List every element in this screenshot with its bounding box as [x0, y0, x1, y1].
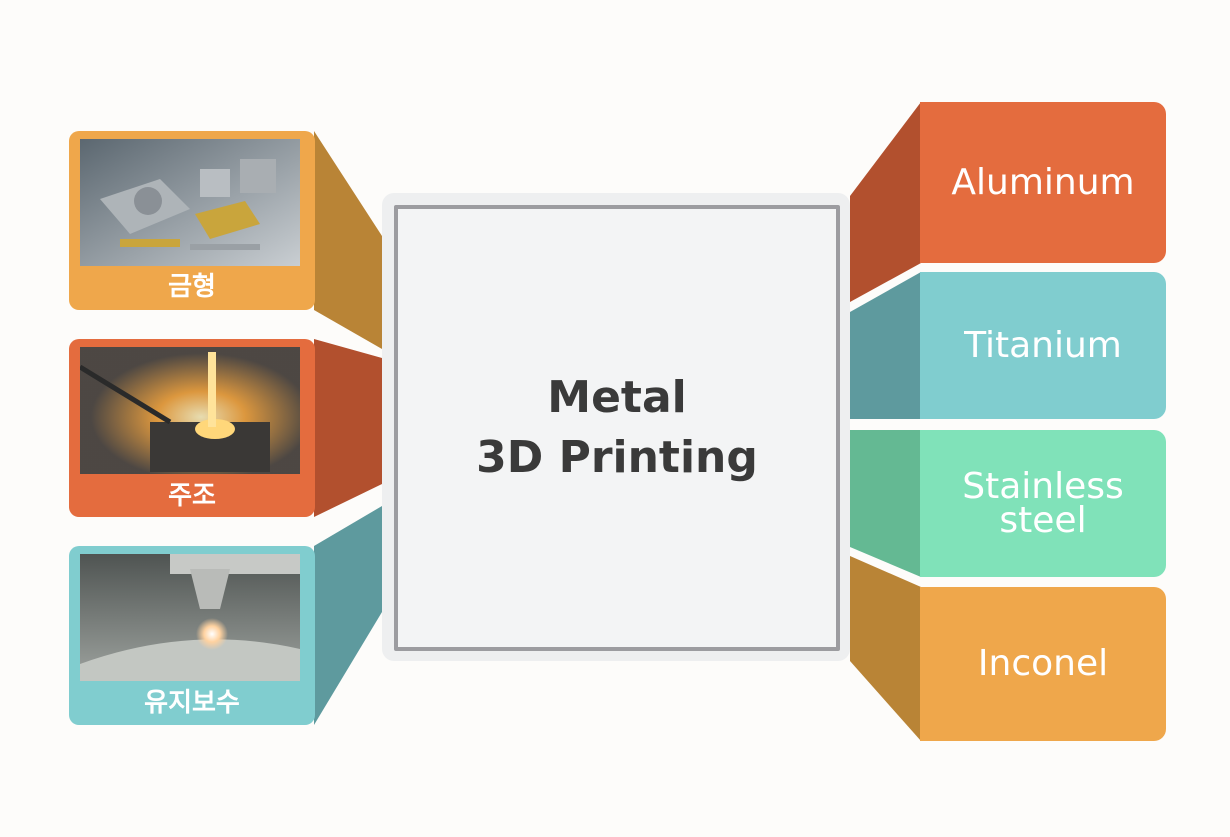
laser-repair-photo: [80, 554, 300, 681]
material-box-titanium: Titanium: [920, 272, 1166, 419]
material-box-aluminum: Aluminum: [920, 102, 1166, 263]
application-card-casting: 주조: [69, 339, 315, 517]
material-label: Titanium: [964, 324, 1122, 366]
connector-maintenance: [314, 506, 382, 725]
center-box: Metal 3D Printing: [382, 193, 850, 661]
application-card-maintenance: 유지보수: [69, 546, 315, 725]
connector-stainless: [850, 430, 921, 577]
center-title-line1: Metal: [547, 372, 687, 423]
material-box-stainless-steel: Stainless steel: [920, 430, 1166, 577]
casting-pour-photo: [80, 347, 300, 474]
mold-parts-photo: [80, 139, 300, 266]
connector-mold: [314, 131, 382, 349]
material-label: Stainless steel: [962, 465, 1124, 541]
connector-aluminum: [850, 102, 921, 302]
material-label: Inconel: [977, 643, 1109, 684]
center-title-line2: 3D Printing: [476, 432, 758, 483]
material-box-inconel: Inconel: [920, 587, 1166, 741]
material-label: Aluminum: [951, 161, 1135, 203]
center-box-inner: Metal 3D Printing: [394, 205, 840, 651]
connector-casting: [314, 339, 382, 517]
connector-titanium: [850, 272, 921, 419]
application-label: 금형: [168, 272, 216, 302]
application-card-mold: 금형: [69, 131, 315, 310]
application-label: 유지보수: [144, 688, 240, 718]
application-label: 주조: [168, 481, 216, 511]
connector-inconel: [850, 556, 921, 741]
